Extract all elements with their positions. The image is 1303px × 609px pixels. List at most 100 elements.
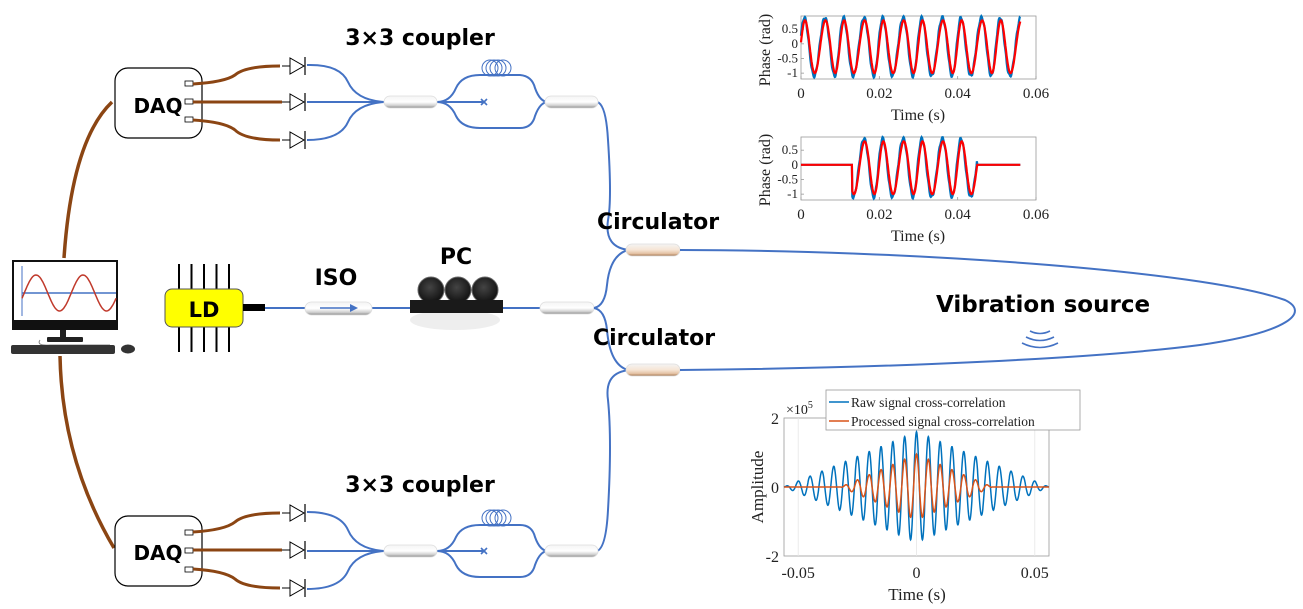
y-tick-label: -0.5 [777, 50, 798, 65]
keyboard-icon [11, 345, 115, 354]
pc-paddle [417, 276, 445, 304]
chart2-ylabel: Phase (rad) [757, 134, 774, 206]
fiber-coil-icon [481, 59, 512, 77]
chart3-series-processed [784, 452, 1049, 519]
x-tick-label: 0.04 [945, 86, 972, 102]
x-tick-label: 0.02 [866, 86, 892, 102]
x-tick-label: 0 [797, 86, 805, 102]
photodiode-icon [282, 541, 306, 559]
signal-cable [192, 118, 281, 142]
fiber-end-x [480, 98, 488, 106]
y-tick-label: -0.5 [777, 171, 798, 186]
y-tick-label: 0 [792, 36, 799, 51]
fiber-end-x [480, 547, 488, 555]
cable-pc-to-daq-bottom [58, 355, 116, 549]
y-tick-label: -2 [766, 549, 779, 566]
screen-sine-wave [21, 274, 117, 312]
polarization-controller [410, 276, 503, 330]
x-tick-label: 0.06 [1023, 86, 1050, 102]
coupler-bottom-label: 3×3 coupler [345, 473, 495, 498]
sensing-fiber-loop [679, 249, 1296, 371]
signal-cable [192, 511, 281, 534]
vibration-waves-icon [1021, 330, 1059, 349]
monitor-screen [14, 262, 116, 320]
y-tick-label: 0.5 [782, 21, 798, 36]
isolator-arrow-icon [320, 304, 358, 312]
daq-bottom-label: DAQ [133, 541, 182, 565]
photodiode-icon [282, 579, 306, 597]
fiber [593, 307, 629, 371]
fiber [596, 101, 631, 251]
y-tick-label: 0 [792, 157, 799, 172]
photodetectors-bottom [282, 504, 306, 597]
fiber [306, 101, 385, 141]
photodetectors-top [282, 57, 306, 149]
fiber [306, 63, 385, 103]
fiber [593, 249, 629, 309]
pc-paddle [471, 276, 499, 304]
laser-diode: LD [164, 264, 265, 352]
x-tick-label: 0 [797, 207, 805, 223]
photodiode-icon [282, 504, 306, 522]
chart1-series-reference [799, 19, 1022, 75]
monitor-stand [60, 330, 66, 338]
chart1-ylabel: Phase (rad) [757, 14, 774, 86]
coupler-top-label: 3×3 coupler [345, 26, 495, 51]
ld-pigtail [243, 304, 265, 311]
daq-port [184, 98, 194, 105]
x-tick-label: -0.05 [782, 565, 815, 582]
coupler-2x2-top [544, 95, 599, 109]
circulator-top [625, 243, 681, 257]
photodiode-icon [282, 131, 306, 149]
monitor-base [47, 337, 83, 342]
coupler-2x2-bottom [544, 544, 599, 558]
x-tick-label: 0.04 [945, 207, 972, 223]
circulator-top-label: Circulator [597, 210, 719, 235]
coupler-3x3-top [383, 95, 438, 109]
legend-box [825, 389, 1081, 431]
legend-label-raw: Raw signal cross-correlation [851, 395, 1006, 410]
daq-port [184, 566, 194, 573]
chart1-xlabel: Time (s) [891, 107, 945, 124]
daq-top-group: DAQ [114, 64, 282, 142]
chart3-ylabel: Amplitude [748, 451, 767, 524]
chart3-series-raw [783, 429, 1050, 542]
chart2-xlabel: Time (s) [891, 228, 945, 245]
pc-paddle [444, 276, 472, 304]
fiber [436, 550, 549, 578]
mouse-icon [121, 344, 135, 354]
fiber [596, 369, 631, 552]
chart3-legend: Raw signal cross-correlation Processed s… [825, 389, 1081, 431]
cable-pc-to-daq-top [62, 100, 114, 259]
x-tick-label: 0.02 [866, 207, 892, 223]
coupler-3x3-bottom [383, 544, 438, 558]
iso-label: ISO [315, 266, 358, 291]
photodiode-icon [282, 57, 306, 75]
vibration-source-label: Vibration source [936, 292, 1150, 318]
daq-port [184, 529, 194, 536]
ld-label: LD [189, 298, 220, 322]
x-tick-label: 0.05 [1021, 565, 1049, 582]
y-tick-label: -1 [787, 65, 798, 80]
fiber-coil-icon [481, 509, 512, 527]
chart3-xlabel: Time (s) [888, 585, 945, 604]
pc-base [410, 300, 503, 313]
x-tick-label: 0 [913, 565, 921, 582]
signal-cable [192, 64, 281, 86]
fiber [436, 524, 549, 552]
coupler-top-fibers [306, 63, 631, 251]
splitter-fibers [593, 249, 629, 371]
x-tick-label: 0.06 [1023, 207, 1050, 223]
chart3-exponent-label: ×105 [786, 400, 813, 418]
photodiode-icon [282, 93, 306, 111]
legend-label-processed: Processed signal cross-correlation [851, 414, 1035, 429]
daq-top-label: DAQ [133, 94, 182, 118]
coupler-1x2-splitter [539, 301, 595, 315]
daq-port [184, 547, 194, 554]
fiber [306, 550, 385, 590]
